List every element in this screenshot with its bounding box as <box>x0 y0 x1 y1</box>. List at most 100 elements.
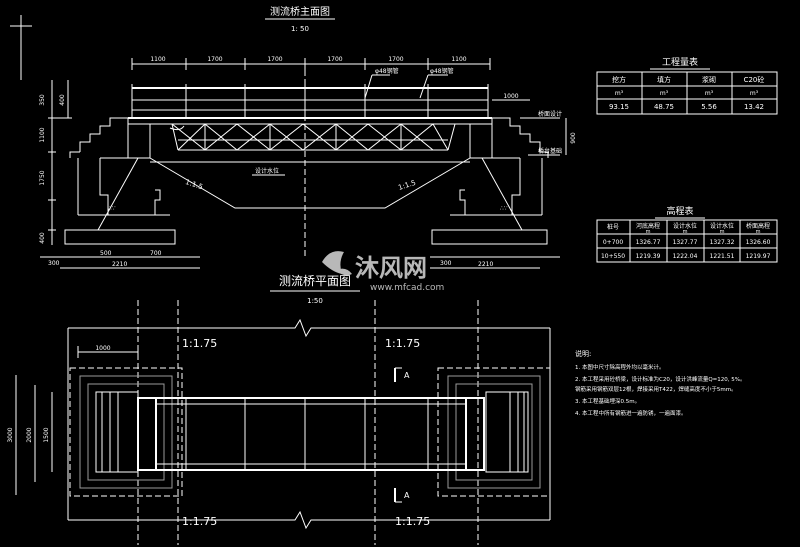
elevations-table: 桩号 河底高程 设计水位 设计水位 桥面高程 m m m m 0+700 132… <box>596 219 778 263</box>
svg-text:桩号: 桩号 <box>607 223 619 231</box>
plan-slope-1: 1:1.75 <box>182 337 217 350</box>
svg-text:m: m <box>683 229 688 235</box>
svg-text:m: m <box>646 229 651 235</box>
quantities-title: 工程量表 <box>662 56 698 68</box>
svg-text:A: A <box>404 371 410 380</box>
plan-deck <box>156 397 466 471</box>
svg-text:3. 本工程基础埋深0.5m。: 3. 本工程基础埋深0.5m。 <box>575 397 640 405</box>
quantities-table: 挖方 填方 浆砌 C20砼 m³ m³ m³ m³ 93.15 48.75 5.… <box>596 71 778 115</box>
svg-text:1219.39: 1219.39 <box>636 253 661 260</box>
svg-text:2000: 2000 <box>26 427 33 442</box>
svg-text:m³: m³ <box>705 90 714 97</box>
left-vertical-dims: 350 400 1100 1750 400 <box>39 80 72 245</box>
river-bed <box>149 157 471 209</box>
svg-text:1100: 1100 <box>150 56 165 63</box>
svg-text:1700: 1700 <box>388 56 403 63</box>
svg-text:300: 300 <box>440 260 452 267</box>
svg-text:m: m <box>720 229 725 235</box>
svg-text:1221.51: 1221.51 <box>710 253 735 260</box>
plan-break-lines <box>67 318 551 530</box>
svg-text:1327.77: 1327.77 <box>673 239 698 246</box>
plan-scale: 1:50 <box>307 297 323 305</box>
svg-text:3000: 3000 <box>7 427 14 442</box>
svg-text:桥台基础: 桥台基础 <box>538 147 562 155</box>
svg-text:1. 本图中尺寸除高程外均以毫米计。: 1. 本图中尺寸除高程外均以毫米计。 <box>575 363 665 371</box>
svg-text:300: 300 <box>48 260 60 267</box>
plan-dims: 1000 3000 2000 1500 <box>7 345 139 495</box>
plan-slope-4: 1:1.75 <box>395 515 430 528</box>
svg-text:13.42: 13.42 <box>744 103 764 111</box>
svg-text:A: A <box>404 491 410 500</box>
watermark-url: www.mfcad.com <box>370 283 444 293</box>
bottom-dims: 300 500 700 2210 300 2210 <box>40 250 560 269</box>
svg-text:1700: 1700 <box>267 56 282 63</box>
svg-text:1500: 1500 <box>43 427 50 442</box>
top-dimension-chain: 1100 1700 1700 1700 1700 1100 <box>131 56 491 70</box>
svg-text:φ48钢管: φ48钢管 <box>375 67 399 75</box>
bridge-railing <box>128 84 492 125</box>
gravel-mark: ∴∵ <box>108 205 116 212</box>
elevation-title: 测流桥主面图 <box>270 5 330 18</box>
svg-text:1219.97: 1219.97 <box>746 253 771 260</box>
svg-text:1000: 1000 <box>503 93 518 100</box>
water-label: 设计水位 <box>255 167 279 175</box>
slope-right: 1:1.5 <box>397 179 417 192</box>
svg-text:1700: 1700 <box>327 56 342 63</box>
svg-text:桥面高程: 桥面高程 <box>746 222 770 230</box>
angle-marker-icon <box>169 125 185 131</box>
svg-text:4. 本工程中所有钢筋进一遍防锈，一遍面漆。: 4. 本工程中所有钢筋进一遍防锈，一遍面漆。 <box>575 409 687 417</box>
svg-text:10+550: 10+550 <box>601 253 625 260</box>
bridge-truss <box>171 123 456 151</box>
svg-text:C20砼: C20砼 <box>744 75 765 84</box>
svg-text:河底高程: 河底高程 <box>636 222 660 230</box>
plan-slope-3: 1:1.75 <box>182 515 217 528</box>
notes-block: 说明: 1. 本图中尺寸除高程外均以毫米计。 2. 本工程采用砼桥梁，设计标准为… <box>575 349 746 417</box>
right-side-labels: 1000 桥面设计 桥台基础 900 <box>492 93 577 156</box>
slope-left: 1:1.5 <box>184 178 204 191</box>
left-abutment: ∴∵ <box>64 117 176 245</box>
svg-text:m³: m³ <box>615 90 624 97</box>
svg-text:浆砌: 浆砌 <box>702 75 716 84</box>
svg-text:2210: 2210 <box>112 261 127 268</box>
watermark-brand: 沐风网 <box>355 254 427 282</box>
svg-text:350: 350 <box>39 94 46 106</box>
plan-right-abutment <box>437 367 551 497</box>
svg-text:93.15: 93.15 <box>609 103 629 111</box>
svg-text:400: 400 <box>39 232 46 244</box>
svg-text:1222.04: 1222.04 <box>673 253 698 260</box>
svg-text:m³: m³ <box>660 90 669 97</box>
svg-text:1700: 1700 <box>207 56 222 63</box>
svg-text:700: 700 <box>150 250 162 257</box>
mf-logo-icon <box>322 251 352 276</box>
svg-text:m: m <box>756 229 761 235</box>
svg-text:1750: 1750 <box>39 170 46 185</box>
notes-heading: 说明: <box>575 349 591 358</box>
section-marks: A A <box>394 367 410 503</box>
svg-text:设计水位: 设计水位 <box>673 222 697 230</box>
pipe-tags: φ48钢管 φ48钢管 <box>364 67 454 99</box>
svg-text:48.75: 48.75 <box>654 103 674 111</box>
svg-text:挖方: 挖方 <box>612 75 626 84</box>
plan-left-abutment <box>69 367 183 497</box>
svg-text:1326.77: 1326.77 <box>636 239 661 246</box>
svg-text:1100: 1100 <box>451 56 466 63</box>
svg-text:φ48钢管: φ48钢管 <box>430 67 454 75</box>
svg-text:m³: m³ <box>750 90 759 97</box>
svg-text:2. 本工程采用砼桥梁，设计标准为C20，设计洪峰流量Q=1: 2. 本工程采用砼桥梁，设计标准为C20，设计洪峰流量Q=120, 5%。 <box>575 375 746 383</box>
elevations-title: 高程表 <box>666 205 693 217</box>
svg-text:1100: 1100 <box>39 127 46 142</box>
gravel-mark: ∴∵ <box>500 205 508 212</box>
svg-text:1326.60: 1326.60 <box>746 239 771 246</box>
svg-text:0+700: 0+700 <box>603 239 623 246</box>
svg-text:1000: 1000 <box>95 345 110 352</box>
crosshair-icon <box>10 15 32 80</box>
svg-text:1327.32: 1327.32 <box>710 239 735 246</box>
plan-slope-2: 1:1.75 <box>385 337 420 350</box>
svg-text:桥面设计: 桥面设计 <box>538 110 562 118</box>
svg-text:900: 900 <box>570 132 577 144</box>
svg-text:钢筋采用钢筋双层12根，焊接采用T422，焊缝高度不小于5m: 钢筋采用钢筋双层12根，焊接采用T422，焊缝高度不小于5mm。 <box>575 385 737 393</box>
right-abutment: ∴∵ <box>431 117 549 245</box>
svg-text:2210: 2210 <box>478 261 493 268</box>
